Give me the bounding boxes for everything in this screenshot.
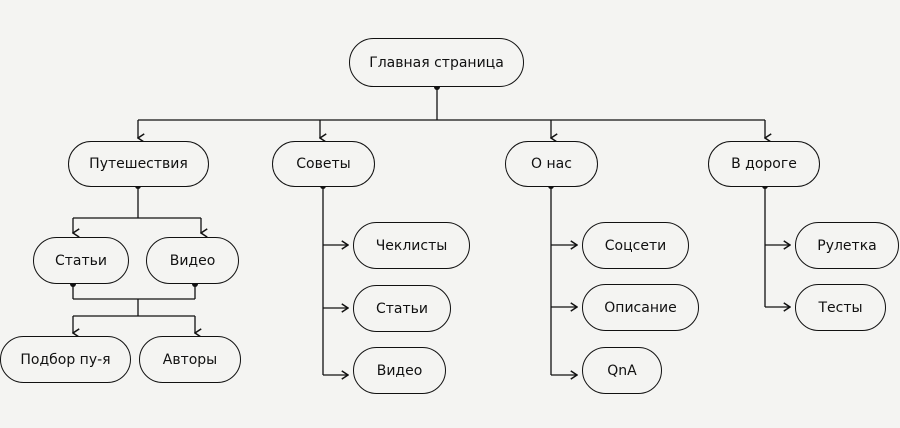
node-travel-video[interactable]: Видео <box>146 237 239 284</box>
node-advice-item-1[interactable]: Чеклисты <box>353 222 470 269</box>
node-about-item-1[interactable]: Соцсети <box>582 222 689 269</box>
node-travel[interactable]: Путешествия <box>68 141 209 187</box>
node-travel-articles[interactable]: Статьи <box>33 237 129 284</box>
node-on-road-item-2[interactable]: Тесты <box>795 284 886 331</box>
node-on-road[interactable]: В дороге <box>708 141 820 187</box>
node-travel-selection[interactable]: Подбор пу-я <box>0 336 131 383</box>
node-about[interactable]: О нас <box>505 141 598 187</box>
node-about-item-3[interactable]: QnA <box>582 347 662 394</box>
node-advice-item-3[interactable]: Видео <box>353 347 446 394</box>
node-root[interactable]: Главная страница <box>349 38 524 87</box>
node-about-item-2[interactable]: Описание <box>582 284 699 331</box>
node-on-road-item-1[interactable]: Рулетка <box>795 222 899 269</box>
node-travel-authors[interactable]: Авторы <box>139 336 241 383</box>
node-advice-item-2[interactable]: Статьи <box>353 285 451 332</box>
node-advice[interactable]: Советы <box>272 141 375 187</box>
